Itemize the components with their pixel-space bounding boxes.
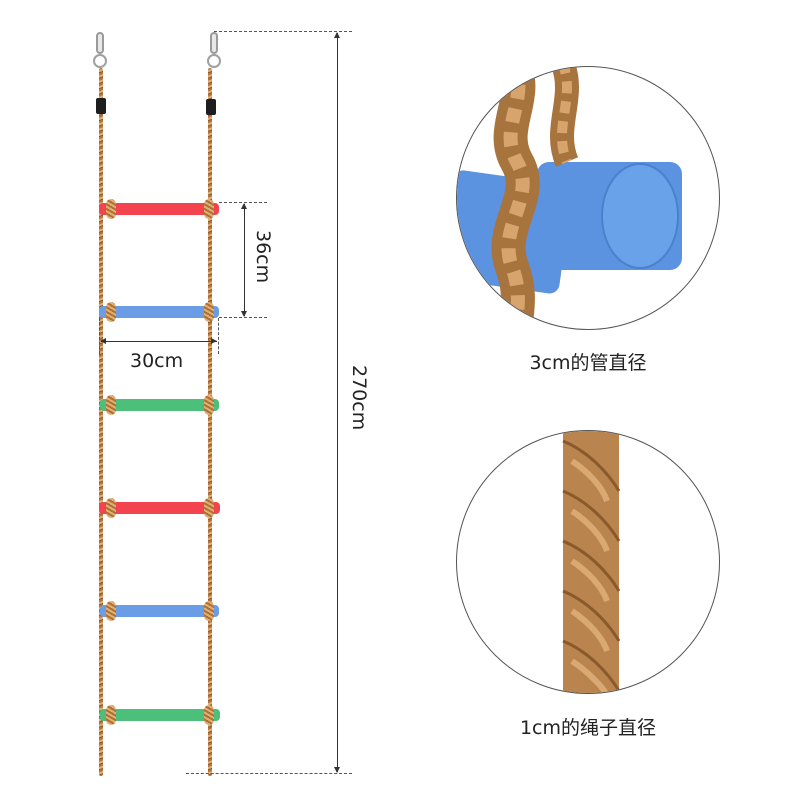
rope-clamp	[96, 98, 106, 114]
dimension-guide	[99, 318, 100, 354]
rung-red	[99, 502, 220, 514]
rope-clamp	[206, 99, 216, 115]
rope-knot	[204, 498, 214, 518]
arrow-down-icon	[241, 311, 247, 317]
dimension-guide	[186, 773, 352, 774]
rope-knot	[106, 199, 116, 219]
dimension-line	[337, 33, 338, 772]
rung-spacing-label: 36cm	[252, 230, 274, 284]
rung-width-label: 30cm	[130, 350, 184, 372]
dimension-guide	[219, 317, 267, 318]
total-length-label: 270cm	[348, 365, 370, 431]
rope-knot	[204, 705, 214, 725]
rope-knot	[204, 601, 214, 621]
rope-diameter-caption: 1cm的绳子直径	[519, 717, 657, 739]
rung-green	[100, 709, 220, 721]
rope-knot	[204, 395, 214, 415]
rope-knot	[106, 705, 116, 725]
dimension-guide	[219, 202, 267, 203]
rung-blue	[100, 605, 219, 617]
ladder-illustration	[0, 0, 380, 800]
arrow-up-icon	[334, 32, 340, 38]
rope-closeup-illustration	[562, 431, 621, 693]
rung-red	[99, 203, 219, 215]
carabiner-hook-icon	[96, 32, 104, 54]
arrow-down-icon	[334, 767, 340, 773]
tube-diameter-caption: 3cm的管直径	[529, 352, 647, 374]
dimension-line	[101, 341, 217, 342]
left-rope	[99, 68, 103, 776]
arrow-up-icon	[241, 203, 247, 209]
rope-knot	[106, 395, 116, 415]
right-rope	[208, 68, 212, 776]
rung-blue	[99, 306, 219, 318]
carabiner-hook-icon	[210, 32, 218, 54]
tube-closeup-image	[456, 66, 720, 330]
rope-knot	[106, 498, 116, 518]
rope-closeup-image	[456, 430, 720, 694]
rope-knot	[204, 199, 214, 219]
ring-icon	[93, 54, 107, 68]
dimension-guide	[218, 318, 219, 354]
arrow-left-icon	[100, 338, 106, 344]
tube-closeup-illustration	[457, 67, 682, 329]
arrow-right-icon	[211, 338, 217, 344]
rung-green	[100, 399, 219, 411]
rope-knot	[106, 601, 116, 621]
rope-knot	[204, 302, 214, 322]
dimension-line	[244, 204, 245, 316]
rope-knot	[106, 302, 116, 322]
ring-icon	[207, 54, 221, 68]
dimension-guide	[214, 31, 352, 32]
